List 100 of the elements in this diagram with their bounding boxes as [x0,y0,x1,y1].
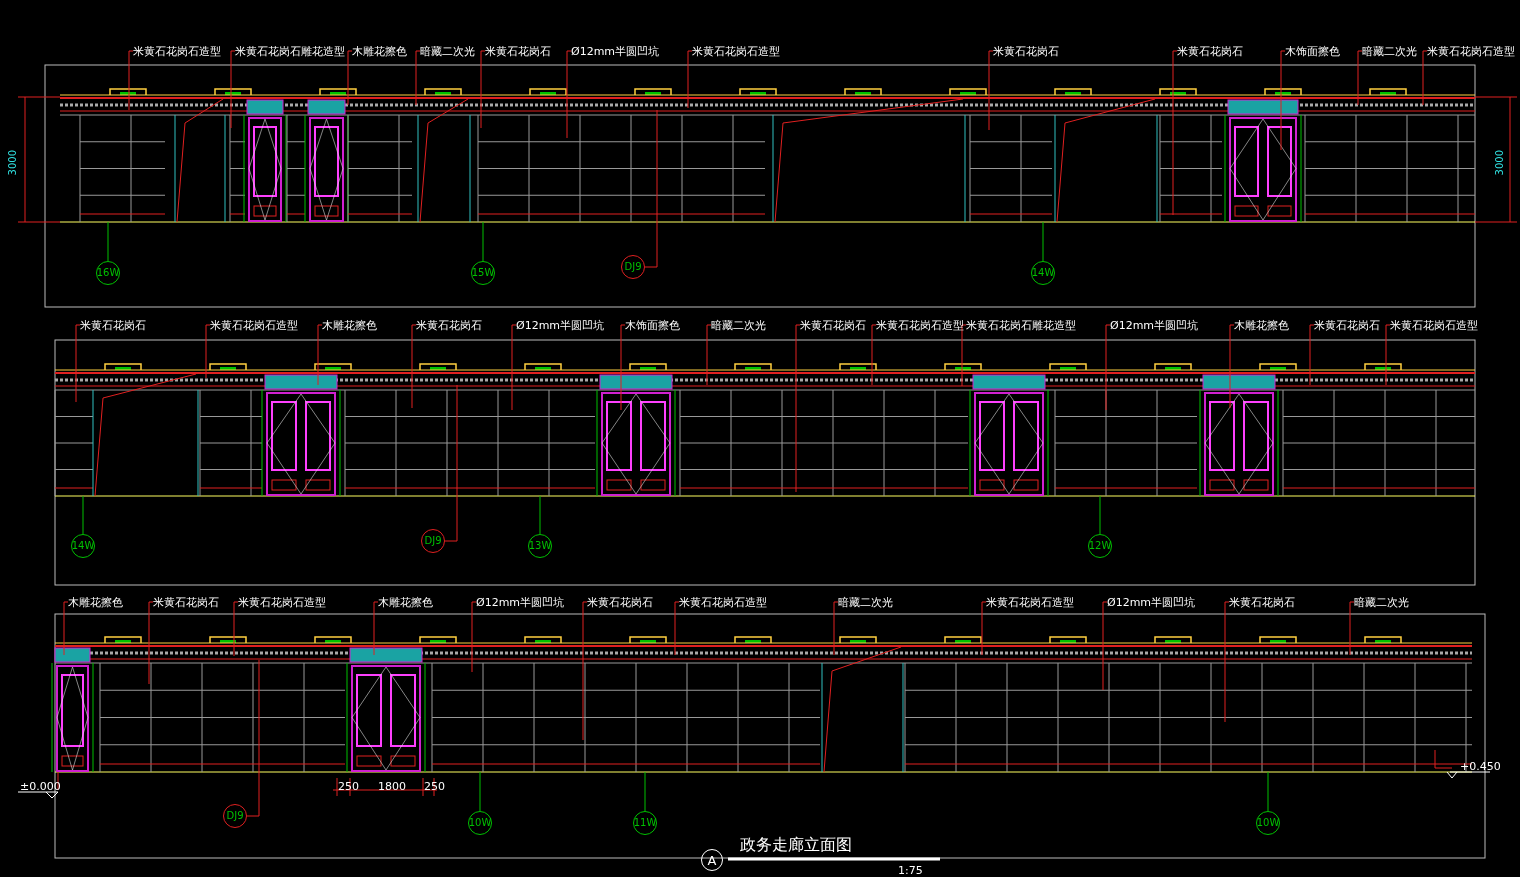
detail-marker: 10W [1256,811,1280,835]
leader-line [1105,324,1111,411]
leader-line [1042,221,1044,262]
leader-line [444,384,458,542]
leader-line [871,324,877,386]
callout-label: 米黄石花岗石 [1229,597,1295,608]
leader-line [347,50,353,106]
callout-label: 米黄石花岗石造型 [133,46,221,57]
leader-line [233,601,239,657]
leader-line [988,50,994,131]
leader-line [566,50,572,139]
callout-label: 米黄石花岗石造型 [238,597,326,608]
leader-line [1172,50,1178,216]
leader-line [833,601,839,656]
leader-line [411,324,417,409]
wall-elevation-drawing [54,363,1476,497]
callout-label: 木雕花擦色 [68,597,123,608]
callout-label: 米黄石花岗石 [485,46,551,57]
callout-label: 木雕花擦色 [1234,320,1289,331]
level-value: +0.450 [1460,761,1501,772]
leader-line [1357,50,1363,106]
leader-line [1280,50,1286,151]
callout-label: 米黄石花岗石 [993,46,1059,57]
callout-label: 米黄石花岗石雕花造型 [966,320,1076,331]
leader-line [107,221,109,262]
leader-line [230,50,236,129]
callout-label: 暗藏二次光 [711,320,766,331]
leader-line [539,495,541,535]
callout-label: 木雕花擦色 [378,597,433,608]
leader-line [1309,324,1315,386]
dimension-value: 3000 [1495,150,1505,176]
callout-label: 暗藏二次光 [1354,597,1409,608]
callout-label: 暗藏二次光 [1362,46,1417,57]
leader-line [373,601,379,656]
wall-elevation-drawing [59,88,1476,223]
callout-label: 木饰面擦色 [1285,46,1340,57]
leader-line [961,324,967,387]
callout-label: 米黄石花岗石 [1314,320,1380,331]
callout-label: 米黄石花岗石造型 [986,597,1074,608]
callout-label: 米黄石花岗石 [153,597,219,608]
leader-line [1267,771,1269,812]
callout-label: Ø12mm半圆凹坑 [571,46,660,57]
leader-line [620,324,626,411]
callout-label: 米黄石花岗石造型 [692,46,780,57]
leader-line [1422,50,1428,106]
callout-label: 米黄石花岗石 [80,320,146,331]
level-value: ±0.000 [20,781,61,792]
leader-line [471,601,477,673]
callout-label: Ø12mm半圆凹坑 [516,320,605,331]
callout-label: 米黄石花岗石造型 [876,320,964,331]
leader-line [317,324,323,386]
callout-label: 暗藏二次光 [420,46,475,57]
leader-line [644,109,658,268]
callout-label: Ø12mm半圆凹坑 [1110,320,1199,331]
leader-line [75,324,81,403]
callout-label: 木雕花擦色 [322,320,377,331]
callout-label: 米黄石花岗石 [800,320,866,331]
callout-label: 暗藏二次光 [838,597,893,608]
leader-line [981,601,987,656]
callout-label: Ø12mm半圆凹坑 [1107,597,1196,608]
callout-label: Ø12mm半圆凹坑 [476,597,565,608]
callout-label: 米黄石花岗石雕花造型 [235,46,345,57]
leader-line [1102,601,1108,691]
dimension-value: 3000 [8,150,18,176]
leader-line [479,771,481,812]
leader-line [687,50,693,109]
leader-line [1099,495,1101,535]
leader-line [1349,601,1355,656]
leader-line [205,324,211,379]
callout-label: 米黄石花岗石造型 [679,597,767,608]
drawing-title: 政务走廊立面图 [740,837,852,853]
callout-label: 木雕花擦色 [352,46,407,57]
leader-line [82,495,84,535]
scale-value: 1:75 [898,865,923,876]
leader-line [128,50,134,111]
leader-line [706,324,712,386]
leader-line [1229,324,1235,409]
callout-label: 米黄石花岗石 [416,320,482,331]
leader-line [482,221,484,262]
dimension-value: 250 [424,781,445,792]
leader-line [415,50,421,106]
leader-line [674,601,680,656]
dimension-value: 1800 [378,781,406,792]
leader-line [246,659,260,817]
leader-line [1385,324,1391,386]
leader-line [1224,601,1230,723]
leader-line [480,50,486,129]
callout-label: 米黄石花岗石 [587,597,653,608]
callout-label: 米黄石花岗石造型 [1427,46,1515,57]
leader-line [795,324,801,493]
leader-line [511,324,517,411]
leader-line [63,601,69,656]
dimension-value: 250 [338,781,359,792]
callout-label: 米黄石花岗石 [1177,46,1243,57]
callout-label: 木饰面擦色 [625,320,680,331]
leader-line [148,601,154,685]
callout-label: 米黄石花岗石造型 [210,320,298,331]
leader-line [582,601,588,741]
callout-label: 米黄石花岗石造型 [1390,320,1478,331]
leader-line [644,771,646,812]
